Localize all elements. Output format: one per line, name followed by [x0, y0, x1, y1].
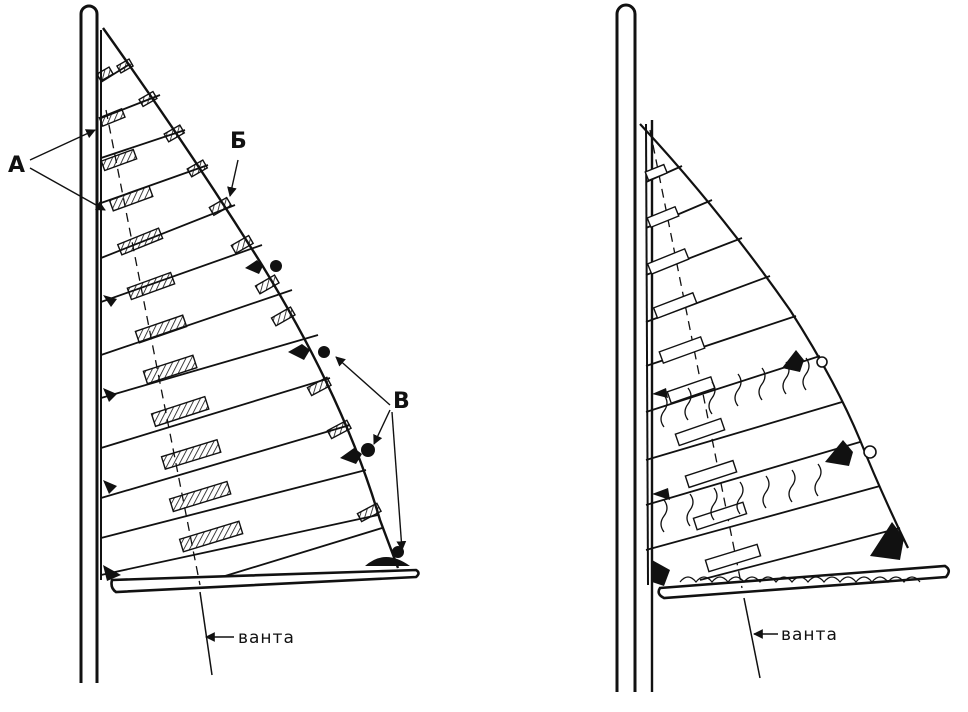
label-a: А [8, 153, 25, 178]
shroud-left-label: вaнтa [238, 628, 295, 648]
right-batten-pockets [644, 163, 762, 573]
right-boom [657, 564, 951, 600]
label-v-arrows [335, 356, 407, 551]
left-battens [100, 63, 383, 577]
left-batten-pockets [95, 66, 244, 553]
left-leech-pockets [115, 58, 383, 523]
left-leech [102, 27, 400, 569]
right-shroud-line [743, 597, 761, 679]
shroud-right-label: вaнтa [781, 625, 838, 645]
right-shroud-dashed [649, 129, 743, 589]
left-boom [110, 568, 420, 594]
label-v: В [393, 389, 410, 414]
right-luff [645, 123, 649, 586]
right-sail-diagram: вaнтa [615, 3, 951, 692]
right-foot-scallops [679, 576, 921, 583]
left-shroud-dashed [105, 109, 201, 586]
right-battens [645, 165, 901, 581]
right-reef-rings [816, 356, 877, 459]
left-mast [79, 4, 99, 683]
left-reef-ties [103, 260, 410, 581]
left-shroud-line [199, 591, 213, 676]
right-leech [639, 123, 909, 549]
label-b-arrow [227, 159, 239, 197]
label-b: Б [230, 129, 247, 154]
label-a-arrows [29, 129, 106, 211]
right-reef-ties [652, 350, 904, 586]
left-sail-diagram: А Б В вaнтa [8, 4, 420, 683]
